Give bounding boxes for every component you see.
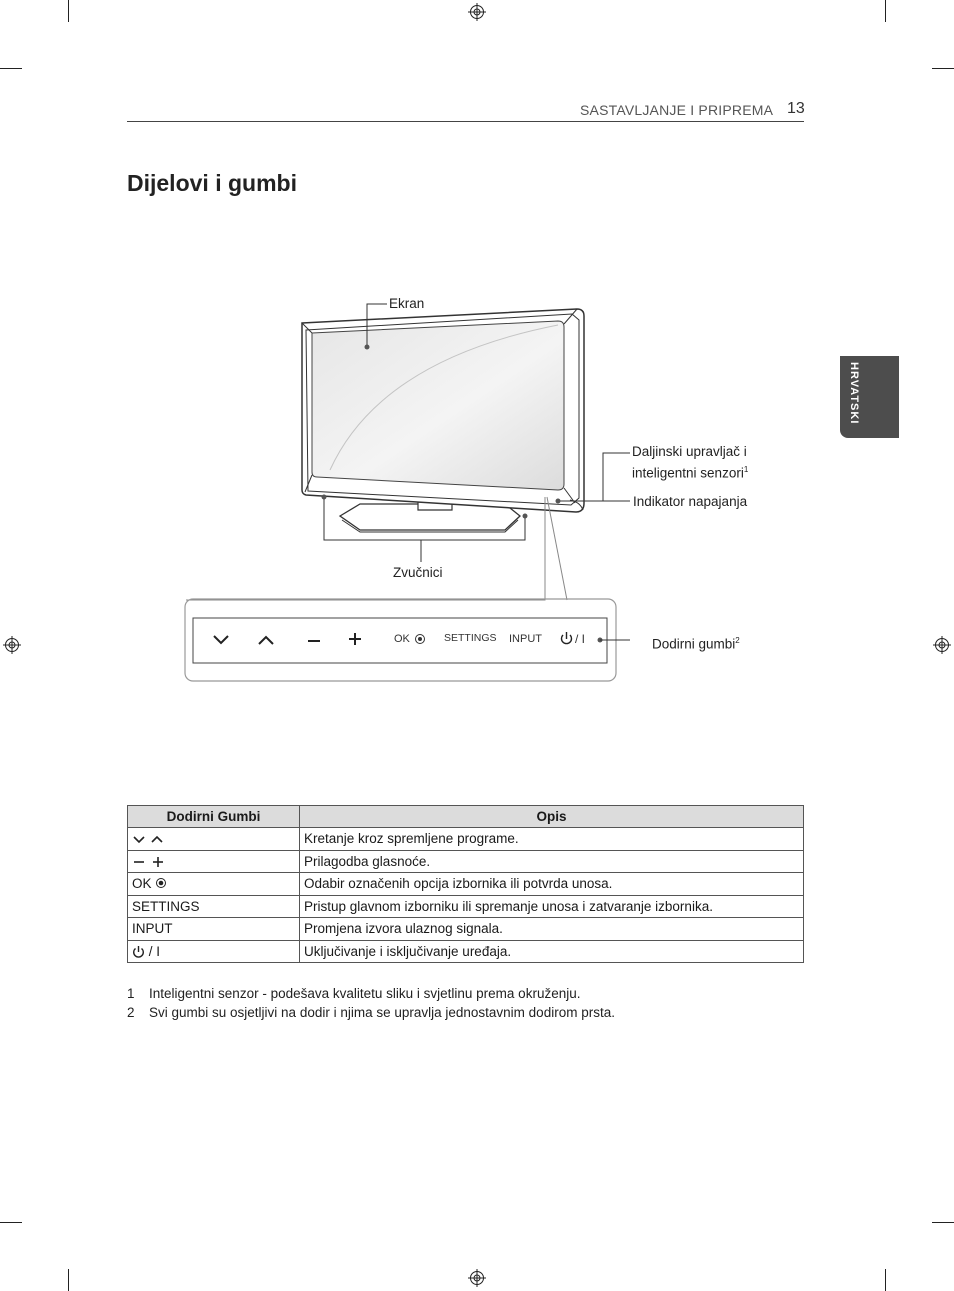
remote-sensor-label-text: inteligentni senzori bbox=[632, 465, 744, 481]
footnote-number: 2 bbox=[127, 1004, 135, 1020]
table-cell-description: Kretanje kroz spremljene programe. bbox=[299, 827, 804, 851]
footnote: 1 Inteligentni senzor - podešava kvalite… bbox=[127, 985, 615, 1004]
ok-dot-icon bbox=[156, 878, 167, 889]
table-cell-button: OK bbox=[127, 872, 300, 896]
table-cell-button: SETTINGS bbox=[127, 894, 300, 918]
table-row: OK Odabir označenih opcija izbornika ili… bbox=[127, 872, 804, 896]
table-header: Dodirni Gumbi bbox=[127, 805, 300, 828]
language-tab: HRVATSKI bbox=[840, 356, 899, 438]
chevron-down-icon bbox=[213, 635, 229, 645]
power-indicator-label: Indikator napajanja bbox=[633, 494, 748, 509]
registration-mark-icon bbox=[468, 1269, 486, 1287]
language-tab-label: HRVATSKI bbox=[848, 362, 860, 425]
panel-input-label: INPUT bbox=[509, 633, 542, 645]
table-header: Opis bbox=[299, 805, 804, 828]
header-divider bbox=[127, 121, 804, 122]
button-name: / I bbox=[148, 943, 161, 959]
tv-screen bbox=[311, 320, 565, 491]
power-icon bbox=[133, 945, 144, 958]
registration-mark-icon bbox=[468, 3, 486, 21]
table-cell-button: / I bbox=[127, 939, 300, 963]
panel-ok-label: OK bbox=[394, 633, 410, 645]
table-cell-description: Prilagodba glasnoće. bbox=[299, 849, 804, 873]
screen-label: Ekran bbox=[389, 296, 425, 311]
table-row: Prilagodba glasnoće. bbox=[127, 849, 804, 873]
speakers-label: Zvučnici bbox=[393, 565, 443, 580]
chevron-up-icon bbox=[258, 635, 274, 645]
crop-mark bbox=[885, 0, 886, 22]
crop-mark bbox=[0, 1222, 22, 1223]
crop-mark bbox=[68, 1269, 69, 1291]
panel-power-label: / I bbox=[575, 632, 586, 646]
footnote-ref: 2 bbox=[735, 636, 740, 645]
table-cell-description: Pristup glavnom izborniku ili spremanje … bbox=[299, 894, 804, 918]
crop-mark bbox=[885, 1269, 886, 1291]
crop-mark bbox=[0, 68, 22, 69]
page-number: 13 bbox=[787, 100, 805, 117]
table-cell-description: Odabir označenih opcija izbornika ili po… bbox=[299, 872, 804, 896]
ok-dot-icon bbox=[415, 634, 425, 644]
footnote: 2 Svi gumbi su osjetljivi na dodir i nji… bbox=[127, 1004, 615, 1023]
crop-mark bbox=[932, 68, 954, 69]
remote-sensor-label: Daljinski upravljač i inteligentni senzo… bbox=[632, 443, 748, 483]
table-row: / I Uključivanje i isključivanje uređaja… bbox=[127, 939, 804, 963]
minus-plus-icon bbox=[134, 857, 163, 868]
table-row: Kretanje kroz spremljene programe. bbox=[127, 827, 804, 851]
footnote-text: Svi gumbi su osjetljivi na dodir i njima… bbox=[149, 1004, 615, 1020]
footnote-ref: 1 bbox=[743, 465, 749, 474]
power-icon bbox=[560, 634, 573, 645]
table-cell-button bbox=[127, 849, 300, 873]
crop-mark bbox=[932, 1222, 954, 1223]
footnote-number: 1 bbox=[127, 986, 135, 1001]
crop-mark bbox=[68, 0, 69, 22]
registration-mark-icon bbox=[933, 636, 951, 654]
tv-stand bbox=[338, 503, 521, 531]
button-name: OK bbox=[132, 876, 152, 892]
touch-buttons-label-text: Dodirni gumbi bbox=[652, 636, 736, 652]
page-title: Dijelovi i gumbi bbox=[127, 170, 297, 196]
remote-sensor-label-line2: inteligentni senzori1 bbox=[632, 461, 748, 483]
touch-buttons-table: Dodirni Gumbi Opis Kretanje kroz spremlj… bbox=[127, 805, 804, 963]
table-row: INPUT Promjena izvora ulaznog signala. bbox=[127, 917, 804, 941]
table-header-row: Dodirni Gumbi Opis bbox=[127, 805, 804, 828]
down-up-chevrons-icon bbox=[133, 835, 163, 843]
registration-mark-icon bbox=[3, 636, 21, 654]
footnote-text: Inteligentni senzor - podešava kvalitetu… bbox=[149, 986, 581, 1001]
tv-diagram bbox=[184, 303, 630, 682]
remote-sensor-label-line1: Daljinski upravljač i bbox=[632, 444, 747, 459]
table-cell-description: Uključivanje i isključivanje uređaja. bbox=[299, 939, 804, 963]
panel-settings-label: SETTINGS bbox=[444, 632, 497, 644]
table-cell-description: Promjena izvora ulaznog signala. bbox=[299, 917, 804, 941]
section-title: SASTAVLJANJE I PRIPREMA bbox=[580, 102, 774, 118]
table-row: SETTINGS Pristup glavnom izborniku ili s… bbox=[127, 894, 804, 918]
table-cell-button bbox=[127, 827, 300, 851]
table-cell-button: INPUT bbox=[127, 917, 300, 941]
touch-buttons-label: Dodirni gumbi2 bbox=[652, 632, 740, 654]
footnotes: 1 Inteligentni senzor - podešava kvalite… bbox=[127, 985, 615, 1022]
